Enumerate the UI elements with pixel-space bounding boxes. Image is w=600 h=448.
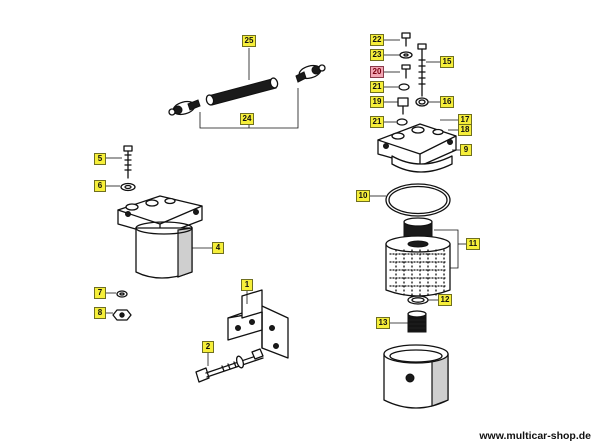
label-part-25: 25 (242, 35, 256, 47)
label-part-15: 15 (440, 56, 454, 68)
washer-part-7 (106, 290, 128, 298)
label-part-23: 23 (370, 49, 384, 61)
label-part-9: 9 (460, 144, 472, 156)
label-part-8: 8 (94, 307, 106, 319)
nut-part-8 (106, 309, 132, 321)
bracket-part-1 (227, 289, 289, 359)
label-part-18: 18 (458, 124, 472, 136)
label-part-19: 19 (370, 96, 384, 108)
filter-element-part-11 (385, 217, 466, 298)
gasket-part-10 (370, 183, 451, 217)
label-part-21-upper: 21 (370, 81, 384, 93)
label-part-10: 10 (356, 190, 370, 202)
label-part-12: 12 (438, 294, 452, 306)
left-filter-assembly (106, 145, 212, 279)
label-part-20-highlighted: 20 (370, 66, 384, 78)
o-ring-part-12 (407, 295, 438, 305)
label-part-5: 5 (94, 153, 106, 165)
label-part-21-lower: 21 (370, 116, 384, 128)
watermark-text: www.multicar-shop.de (479, 430, 591, 442)
label-part-2: 2 (202, 341, 214, 353)
label-part-11: 11 (466, 238, 480, 250)
label-part-7: 7 (94, 287, 106, 299)
label-part-4: 4 (212, 242, 224, 254)
label-part-1: 1 (241, 279, 253, 291)
label-part-13: 13 (376, 317, 390, 329)
label-part-22: 22 (370, 34, 384, 46)
label-part-6: 6 (94, 180, 106, 192)
spring-part-13 (390, 310, 427, 333)
fuel-hose-part-25 (205, 48, 279, 106)
banjo-fittings-part-24 (168, 64, 326, 129)
filter-bowl-right (383, 344, 449, 409)
label-part-16: 16 (440, 96, 454, 108)
label-part-24: 24 (240, 113, 254, 125)
bolt-part-2 (195, 348, 264, 383)
right-filter-head-assembly (377, 32, 460, 173)
